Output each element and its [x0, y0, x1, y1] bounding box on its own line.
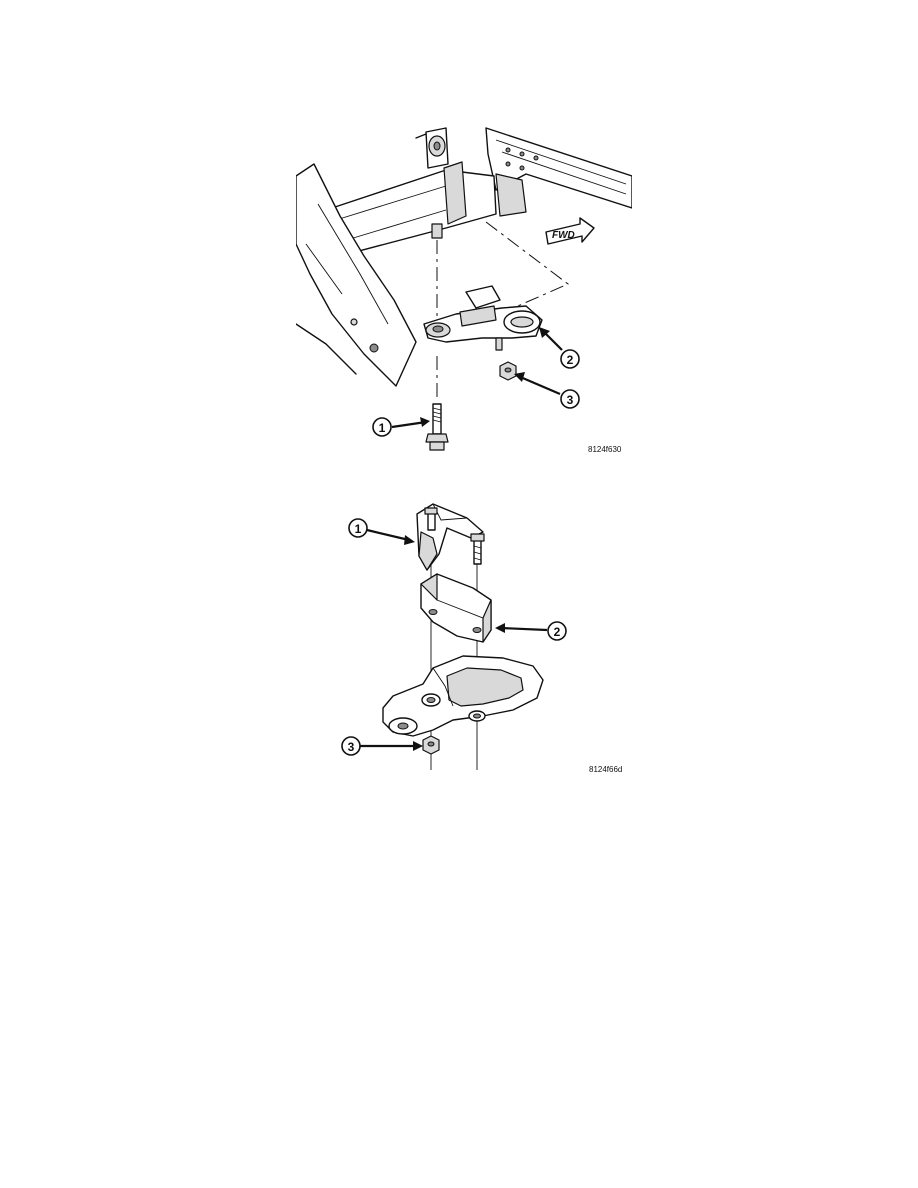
- callout-3: 3: [514, 372, 580, 409]
- mounting-plate: [420, 573, 492, 643]
- figure-id: 8124f66d: [589, 765, 622, 774]
- callout-2: 2: [539, 327, 580, 369]
- figure-id: 8124f630: [588, 445, 622, 454]
- hex-bolt: [425, 403, 449, 451]
- callout-1: 1: [348, 518, 415, 545]
- fwd-label: FWD: [552, 230, 575, 241]
- tow-hook-frame-diagram: FWD 1 2 3: [296, 127, 632, 454]
- svg-text:1: 1: [379, 421, 386, 435]
- svg-text:3: 3: [567, 393, 574, 407]
- svg-text:2: 2: [554, 625, 561, 639]
- svg-text:3: 3: [348, 740, 355, 754]
- svg-text:2: 2: [567, 353, 574, 367]
- hex-nut: [422, 735, 440, 755]
- tow-hook-exploded-diagram: 1 2 3 8124f66d: [341, 503, 622, 774]
- forward-direction-arrow: FWD: [545, 217, 595, 245]
- hex-nut: [499, 361, 517, 381]
- tow-hook: [423, 285, 543, 351]
- svg-text:1: 1: [355, 522, 362, 536]
- frame-rail-background: [296, 127, 632, 387]
- upper-bracket-with-bolts: [416, 503, 485, 571]
- bracket-alignment-line: [485, 221, 569, 313]
- callout-2: 2: [495, 621, 567, 641]
- tow-hook-loop: [382, 655, 544, 737]
- callout-3: 3: [341, 736, 423, 756]
- callout-1: 1: [372, 417, 430, 437]
